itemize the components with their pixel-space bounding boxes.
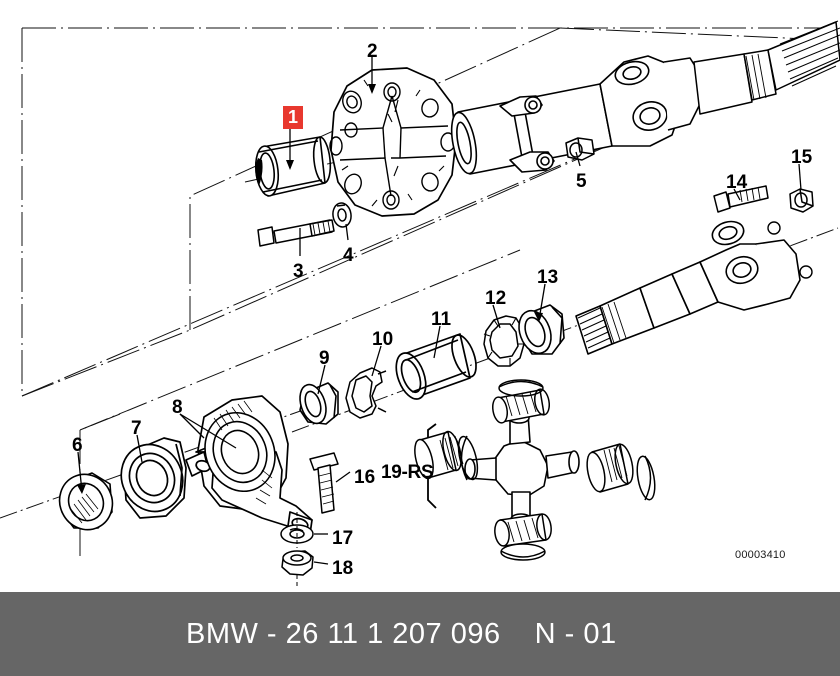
callout-2[interactable]: 2 [367,41,378,62]
rear-shaft-spline-teeth [577,301,627,349]
part-1-shading [255,158,263,186]
part-3-bolt [257,219,335,247]
leader-arrowheads [77,84,543,494]
part-14-bolt [713,185,769,213]
callout-15[interactable]: 15 [791,147,813,168]
sheet-code-label: N - 01 [534,617,617,650]
callout-3[interactable]: 3 [293,261,304,282]
front-shaft-spline-teeth [745,20,840,101]
part-19-circlips [457,379,656,561]
callout-8[interactable]: 8 [172,397,183,418]
part-1-centering-sleeve [254,136,332,197]
drawing-number: 00003410 [735,549,786,561]
callout-19[interactable]: 19-RS [381,462,434,483]
part-18-nut [281,550,314,576]
part-2-flex-disc [330,67,457,217]
callout-7[interactable]: 7 [131,418,142,439]
front-driveshaft-assembly [450,83,613,175]
technical-drawing-canvas [0,20,840,588]
callout-16[interactable]: 16 [354,467,376,488]
part-9-spacer-ring [299,382,339,425]
part-8-rubber-hatching [213,400,273,505]
callout-11[interactable]: 11 [431,309,452,330]
callout-9[interactable]: 9 [319,348,330,369]
part-16-thread [318,472,335,505]
part-7-ball-bearing [120,437,187,519]
part-19-bearing-caps [414,388,634,547]
part-10-circlip [345,367,387,419]
part-2-detail [329,79,456,210]
part-11-sleeve [395,333,477,400]
part-4-lock-washer [332,202,352,228]
part-number-label: BMW - 26 11 1 207 096 [186,617,501,650]
callout-10[interactable]: 10 [372,329,394,350]
callout-5[interactable]: 5 [576,171,587,192]
part-14-thread [739,186,761,203]
callout-6[interactable]: 6 [72,435,83,456]
projection-guide-lines-lower [79,249,521,431]
part-12-lock-ring [483,315,525,367]
part-15-nut [789,188,814,213]
callout-18[interactable]: 18 [332,558,354,579]
part-19-spider-cross [464,412,580,525]
front-universal-joint [599,55,701,147]
callout-17[interactable]: 17 [332,528,354,549]
footer-bar: BMW - 26 11 1 207 096 N - 01 [0,592,840,676]
callout-4[interactable]: 4 [343,245,354,266]
part-5-nut [565,137,595,161]
callout-13[interactable]: 13 [537,267,559,288]
rear-driveshaft-assembly [575,220,801,355]
part-19-needle-rollers [439,391,628,543]
part-13-sleeve-ring [518,304,565,355]
front-shaft-splines [693,21,840,115]
part-6-hatching [69,493,99,524]
rear-shaft-yoke-bracket [767,221,813,279]
part-8-bearing-bore [204,411,276,493]
callout-12[interactable]: 12 [485,288,507,309]
callout-1[interactable]: 1 [283,106,304,129]
leader-lines [77,56,802,565]
callout-14[interactable]: 14 [726,172,748,193]
part-3-thread [312,220,331,236]
